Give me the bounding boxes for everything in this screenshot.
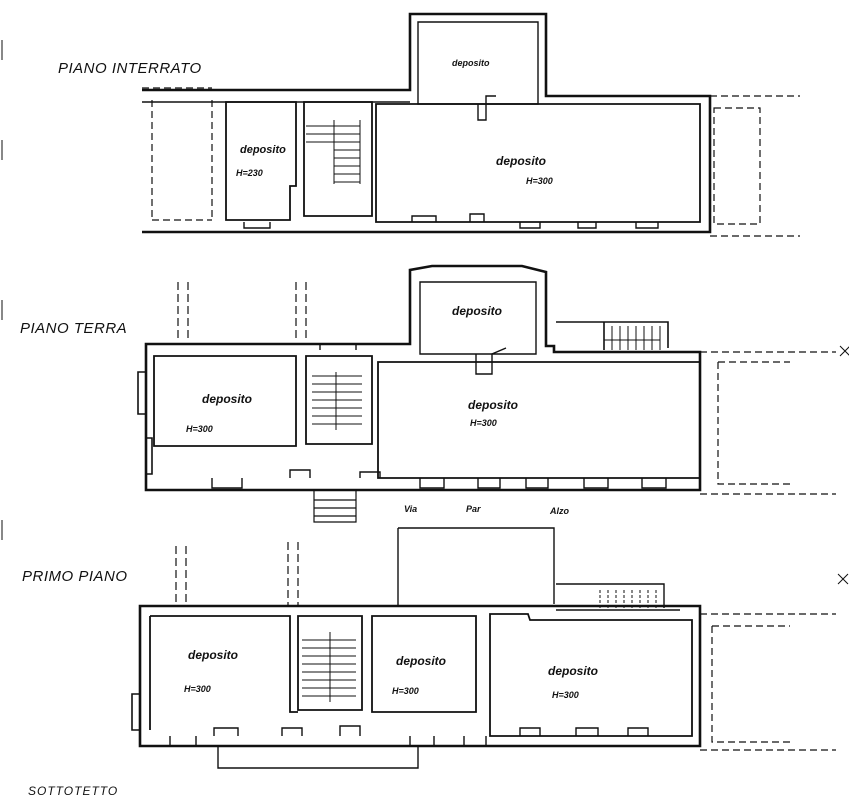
floor-title-interrato: PIANO INTERRATO <box>58 60 202 77</box>
room-label-interrato-left: deposito <box>240 144 286 156</box>
floor-title-primo: PRIMO PIANO <box>22 568 128 585</box>
floor-title-sottotetto: SOTTOTETTO <box>28 784 119 798</box>
plan-terra <box>137 264 849 523</box>
street-label-1: Via <box>404 504 418 514</box>
room-label-interrato-tower: deposito <box>452 58 490 68</box>
room-label-primo-left: deposito <box>188 648 238 662</box>
room-label-terra-right: deposito <box>468 398 518 412</box>
room-height-terra-right: H=300 <box>470 418 497 428</box>
room-height-terra-left: H=300 <box>186 424 213 434</box>
plan-interrato <box>142 12 800 237</box>
room-height-primo-right: H=300 <box>552 690 579 700</box>
room-height-interrato-right: H=300 <box>526 176 553 186</box>
room-height-interrato-left: H=230 <box>236 168 263 178</box>
room-label-terra-left: deposito <box>202 392 252 406</box>
room-label-terra-tower: deposito <box>452 304 502 318</box>
room-label-primo-middle: deposito <box>396 654 446 668</box>
room-label-primo-right: deposito <box>548 664 598 678</box>
room-height-primo-left: H=300 <box>184 684 211 694</box>
floor-title-terra: PIANO TERRA <box>20 320 128 337</box>
street-label-3: Alzo <box>550 506 569 516</box>
room-height-primo-middle: H=300 <box>392 686 419 696</box>
plan-primo <box>131 527 849 769</box>
street-label-2: Par <box>466 504 481 514</box>
room-label-interrato-right: deposito <box>496 154 546 168</box>
